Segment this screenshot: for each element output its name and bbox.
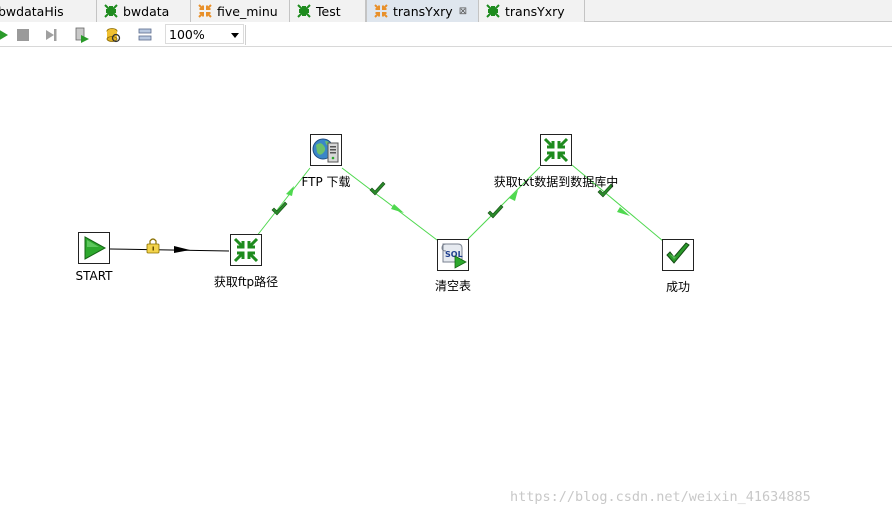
- svg-text:SQL: SQL: [445, 250, 463, 259]
- align-icon[interactable]: [136, 26, 154, 44]
- job-canvas[interactable]: START 获取ftp路径 FTP 下载: [0, 47, 892, 519]
- lock-icon: [146, 238, 160, 254]
- tab-test[interactable]: Test: [290, 0, 366, 22]
- replay-icon[interactable]: [42, 26, 60, 44]
- tab-label: transYxry: [505, 3, 565, 19]
- success-icon: [666, 242, 690, 264]
- ftp-icon: [312, 138, 339, 163]
- tab-bwdatahis[interactable]: bwdataHis: [0, 0, 97, 22]
- checkmark-icon: [369, 181, 386, 196]
- hop-load-txt-to-success[interactable]: [571, 164, 664, 242]
- tab-five-minu[interactable]: five_minu: [191, 0, 290, 22]
- transformation-icon: [543, 137, 569, 163]
- node-ftp-download[interactable]: [310, 134, 342, 166]
- node-label: START: [75, 269, 113, 283]
- checkmark-icon: [487, 204, 504, 219]
- node-start[interactable]: [78, 232, 110, 264]
- tab-transyxry-trans[interactable]: transYxry: [479, 0, 585, 22]
- stop-icon[interactable]: [14, 26, 32, 44]
- sql-icon: SQL: [441, 243, 467, 269]
- job-icon: [198, 4, 212, 18]
- transformation-icon: [297, 4, 311, 18]
- tab-label: transYxry: [393, 3, 453, 19]
- transformation-icon: [233, 237, 259, 263]
- tab-label: five_minu: [217, 3, 278, 19]
- hop-clear-table-to-load-txt[interactable]: [467, 166, 541, 240]
- tab-label: bwdata: [123, 3, 170, 19]
- toolbar-divider: [245, 25, 246, 45]
- node-label: 获取txt数据到数据库中: [493, 175, 619, 189]
- preview-icon[interactable]: [73, 26, 91, 44]
- run-icon[interactable]: [0, 26, 12, 44]
- zoom-select[interactable]: 100%: [165, 24, 244, 44]
- transformation-icon: [104, 4, 118, 18]
- node-label: 清空表: [434, 279, 472, 293]
- job-icon: [374, 4, 388, 18]
- node-label: 获取ftp路径: [213, 275, 279, 289]
- transformation-icon: [486, 4, 500, 18]
- hop-get-ftp-path-to-ftp-download[interactable]: [255, 167, 311, 238]
- checkmark-icon: [271, 201, 288, 216]
- hop-layer: [109, 164, 664, 254]
- close-icon[interactable]: ⊠: [458, 5, 468, 17]
- tab-label: Test: [316, 3, 341, 19]
- watermark: https://blog.csdn.net/weixin_41634885: [510, 489, 811, 505]
- node-success[interactable]: [662, 239, 694, 271]
- check-icon[interactable]: [104, 26, 122, 44]
- chevron-down-icon: [231, 33, 239, 38]
- node-clear-table[interactable]: SQL: [437, 239, 469, 271]
- tab-transyxry-job[interactable]: transYxry ⊠: [366, 0, 479, 22]
- tab-bwdata[interactable]: bwdata: [97, 0, 191, 22]
- hop-ftp-download-to-clear-table[interactable]: [341, 167, 438, 241]
- node-label: 成功: [665, 280, 691, 294]
- node-load-txt[interactable]: [540, 134, 572, 166]
- node-get-ftp-path[interactable]: [230, 234, 262, 266]
- tab-label: bwdataHis: [0, 3, 64, 19]
- zoom-value: 100%: [169, 26, 205, 42]
- node-label: FTP 下载: [301, 175, 351, 189]
- start-icon: [84, 236, 107, 260]
- hop-start-to-get-ftp-path[interactable]: [109, 246, 230, 253]
- toolbar: 100%: [0, 23, 892, 47]
- checkmark-icon: [597, 183, 614, 198]
- editor-tab-strip: bwdataHis bwdata five_minu Test transYxr…: [0, 0, 892, 22]
